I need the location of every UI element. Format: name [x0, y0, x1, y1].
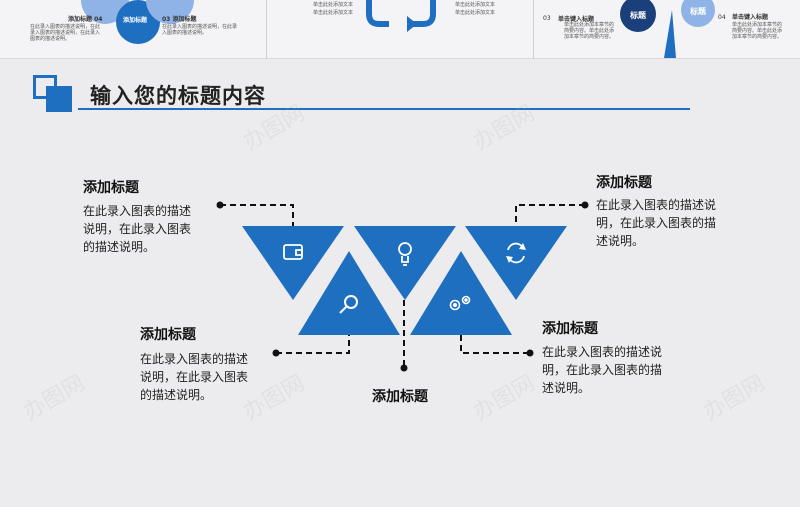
title-underline	[78, 108, 690, 110]
block-1-desc-line-2: 说明，在此录入图表	[83, 222, 192, 236]
thumb2-text-3: 单击此处添加文本	[455, 2, 496, 8]
connector-1	[220, 204, 294, 226]
connector-lines	[220, 204, 585, 366]
block-2-desc-line-1: 在此录入图表的描述	[140, 352, 249, 366]
triangle-down-2	[354, 226, 456, 300]
thumbnail-2[interactable]: 单击此处添加文本 单击此处添加文本 单击此处添加文本 单击此处添加文本	[267, 0, 534, 58]
thumb1-desc-a: 在此录入图表的描述说明，在此录入图表的描述说明，在此录入图表的描述说明。	[30, 24, 101, 42]
triangle-down-1	[242, 226, 344, 300]
search-icon	[339, 295, 358, 314]
thumbnail-1[interactable]: 添加标题 04 03 添加标题 添加标题 在此录入图表的描述说明，在此录入图表的…	[0, 0, 267, 58]
thumb3-head-4: 单击键入标题	[732, 14, 769, 21]
thumb2-text-2: 单击此处添加文本	[313, 10, 354, 16]
block-5-desc: 在此录入图表的描述说 明，在此录入图表的描 述说明。	[542, 343, 662, 397]
connector-dot-2	[581, 201, 589, 209]
thumbnail-strip: 添加标题 04 03 添加标题 添加标题 在此录入图表的描述说明，在此录入图表的…	[0, 0, 800, 59]
thumb3-badge-2: 标题	[690, 7, 706, 16]
thumb1-desc-b: 在此录入图表的描述说明，在此录入图表的描述说明。	[162, 24, 238, 36]
thumb1-label-3: 03 添加标题	[162, 16, 197, 23]
block-2-desc-line-3: 的描述说明。	[140, 388, 213, 402]
thumb3-desc-4: 单击此处添加本章节的简要内容。单击此处添加本章节的简要内容。	[732, 22, 783, 40]
thumb1-label-4: 添加标题 04	[68, 16, 103, 23]
block-2-title: 添加标题	[140, 327, 196, 343]
triangle-up-1	[298, 251, 400, 335]
block-1-desc-line-3: 的描述说明。	[83, 240, 156, 254]
block-2-desc-line-2: 说明，在此录入图表	[140, 370, 249, 384]
thumb3-label-3: 03	[543, 15, 551, 22]
thumbnail-3-graphic	[620, 0, 715, 58]
thumb1-center-label: 添加标题	[123, 17, 148, 24]
thumb2-text-4: 单击此处添加文本	[455, 10, 496, 16]
gears-icon	[449, 295, 471, 311]
thumb3-head-3: 单击键入标题	[558, 16, 595, 23]
block-1-desc: 在此录入图表的描述 说明，在此录入图表 的描述说明。	[83, 202, 191, 256]
thumb2-refresh-icon	[366, 0, 436, 32]
lightbulb-icon	[398, 242, 412, 266]
thumb3-label-4: 04	[718, 14, 726, 21]
title-decoration-fill	[46, 86, 72, 112]
block-2-desc: 在此录入图表的描述 说明，在此录入图表 的描述说明。	[140, 350, 248, 404]
refresh-icon	[506, 242, 526, 264]
block-1-desc-line-1: 在此录入图表的描述	[83, 204, 192, 218]
block-5-desc-line-1: 在此录入图表的描述说	[542, 345, 663, 359]
block-4-desc: 在此录入图表的描述说 明，在此录入图表的描 述说明。	[596, 196, 716, 250]
triangle-up-2	[410, 251, 512, 335]
thumb2-text-1: 单击此处添加文本	[313, 2, 354, 8]
connector-4	[460, 335, 530, 354]
connector-3	[276, 334, 350, 354]
thumb3-desc-3: 单击此处添加本章节的简要内容。单击此处添加本章节的简要内容。	[564, 22, 615, 40]
block-4-title: 添加标题	[596, 175, 652, 191]
block-4-desc-line-3: 述说明。	[596, 234, 645, 248]
thumb3-badge-1: 标题	[630, 11, 646, 20]
block-1-title: 添加标题	[83, 180, 139, 196]
connector-dot-3	[272, 349, 280, 357]
block-3-title: 添加标题	[372, 389, 428, 405]
thumbnail-1-graphic	[81, 0, 194, 44]
block-4-desc-line-2: 明，在此录入图表的描	[596, 216, 717, 230]
connector-2	[515, 204, 585, 226]
block-4-desc-line-1: 在此录入图表的描述说	[596, 198, 717, 212]
block-5-desc-line-2: 明，在此录入图表的描	[542, 363, 663, 377]
connector-dot-5	[400, 364, 408, 372]
thumbnail-3[interactable]: 标题 标题 03 单击键入标题 单击此处添加本章节的简要内容。单击此处添加本章节…	[534, 0, 800, 58]
block-5-desc-line-3: 述说明。	[542, 381, 591, 395]
connector-dot-1	[216, 201, 224, 209]
block-5-title: 添加标题	[542, 321, 598, 337]
page-title: 输入您的标题内容	[90, 84, 266, 108]
wallet-icon	[283, 244, 303, 260]
connector-dot-4	[526, 349, 534, 357]
